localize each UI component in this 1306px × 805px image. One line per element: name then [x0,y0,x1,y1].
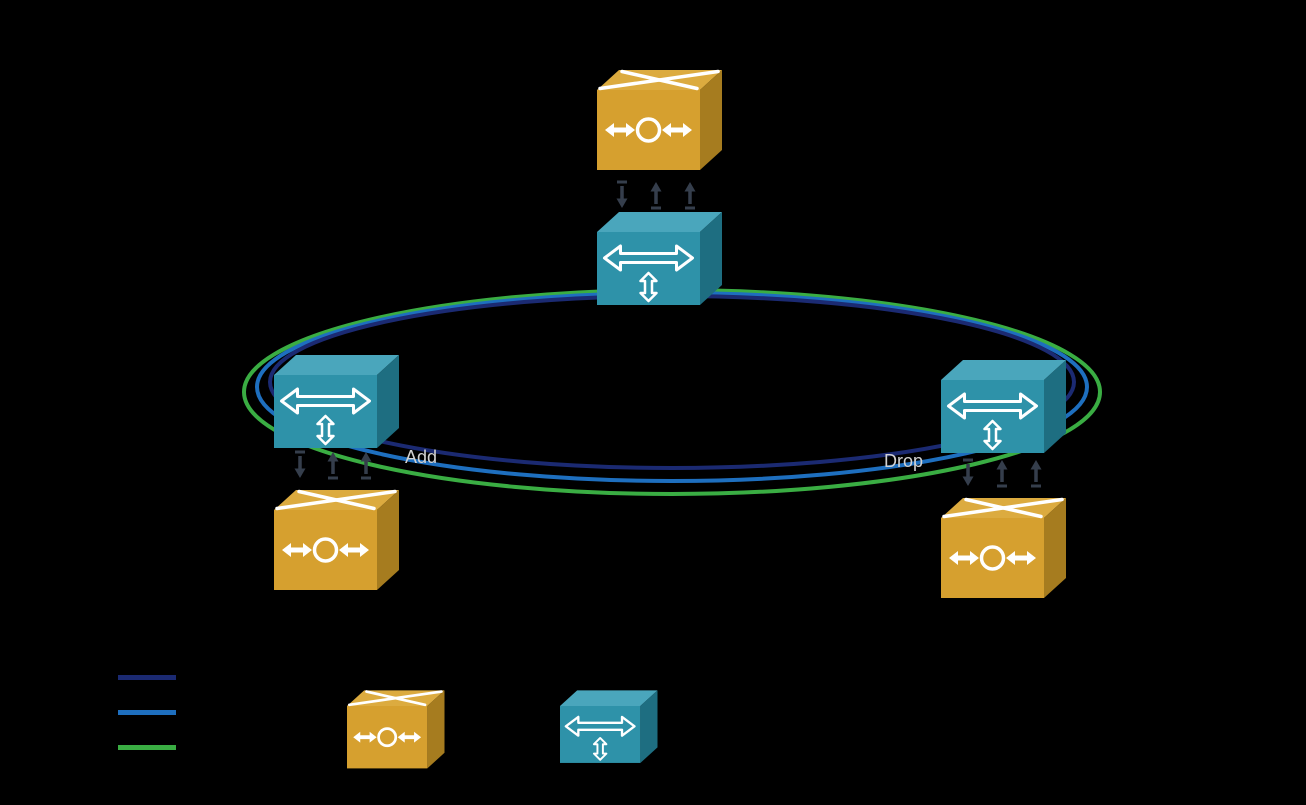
down-arrow-icon [292,450,308,480]
legend-switch-icon [558,689,659,765]
left-link-arrows [292,450,374,480]
router-node-right-icon [939,496,1068,600]
legend-router-icon [345,689,446,770]
roadm-node-left-icon [272,353,401,450]
up-arrow-icon [648,180,664,210]
down-arrow-icon [614,180,630,210]
legend-swatch-green [118,745,176,750]
roadm-node-right-icon [939,358,1068,455]
roadm-node-top-icon [595,210,724,307]
router-node-left-icon [272,488,401,592]
top-link-arrows [614,180,698,210]
up-arrow-icon [682,180,698,210]
legend-swatch-blue [118,710,176,715]
drop-label: Drop [884,451,923,471]
up-arrow-icon [1028,458,1044,488]
router-node-top-icon [595,68,724,172]
up-arrow-icon [994,458,1010,488]
add-label: Add [405,447,437,467]
legend-swatch-navy [118,675,176,680]
legend [118,675,659,770]
